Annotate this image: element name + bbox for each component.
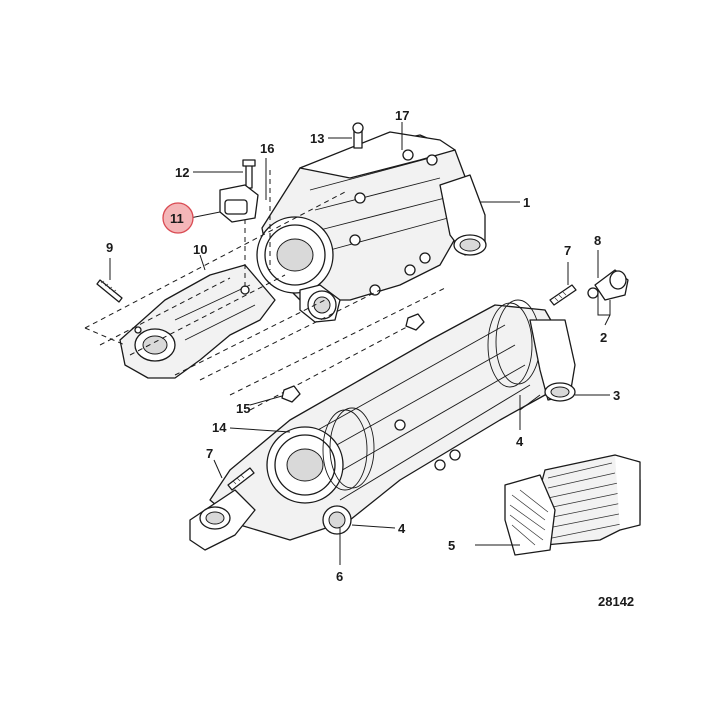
callout-17: 17 (395, 108, 409, 123)
callout-9: 9 (106, 240, 113, 255)
callout-4-upper: 4 (516, 434, 524, 449)
callout-6: 6 (336, 569, 343, 584)
figure-reference-number: 28142 (598, 594, 634, 609)
hardware-parts (96, 122, 629, 491)
callout-2: 2 (600, 330, 607, 345)
callout-numbers: 1 2 3 4 4 5 6 7 7 8 9 10 11 12 13 14 15 … (106, 108, 620, 584)
callout-13: 13 (310, 131, 324, 146)
callout-7-upper: 7 (564, 243, 571, 258)
callout-11: 11 (170, 211, 184, 226)
callout-7-lower: 7 (206, 446, 213, 461)
exploded-view-lines (84, 170, 446, 411)
callout-15: 15 (236, 401, 250, 416)
callout-16: 16 (260, 141, 274, 156)
upper-cooler-assembly (256, 131, 487, 323)
callout-3: 3 (613, 388, 620, 403)
lower-cooler-assembly (189, 299, 576, 551)
callout-12: 12 (175, 165, 189, 180)
callout-5: 5 (448, 538, 455, 553)
callout-14: 14 (212, 420, 227, 435)
callout-4-lower: 4 (398, 521, 406, 536)
cooler-core (504, 454, 641, 556)
highlight-circle (162, 202, 194, 234)
leader-lines (109, 122, 611, 565)
intake-plate-and-gasket (119, 264, 276, 379)
callout-10: 10 (193, 242, 207, 257)
callout-8: 8 (594, 233, 601, 248)
callout-1: 1 (523, 195, 530, 210)
